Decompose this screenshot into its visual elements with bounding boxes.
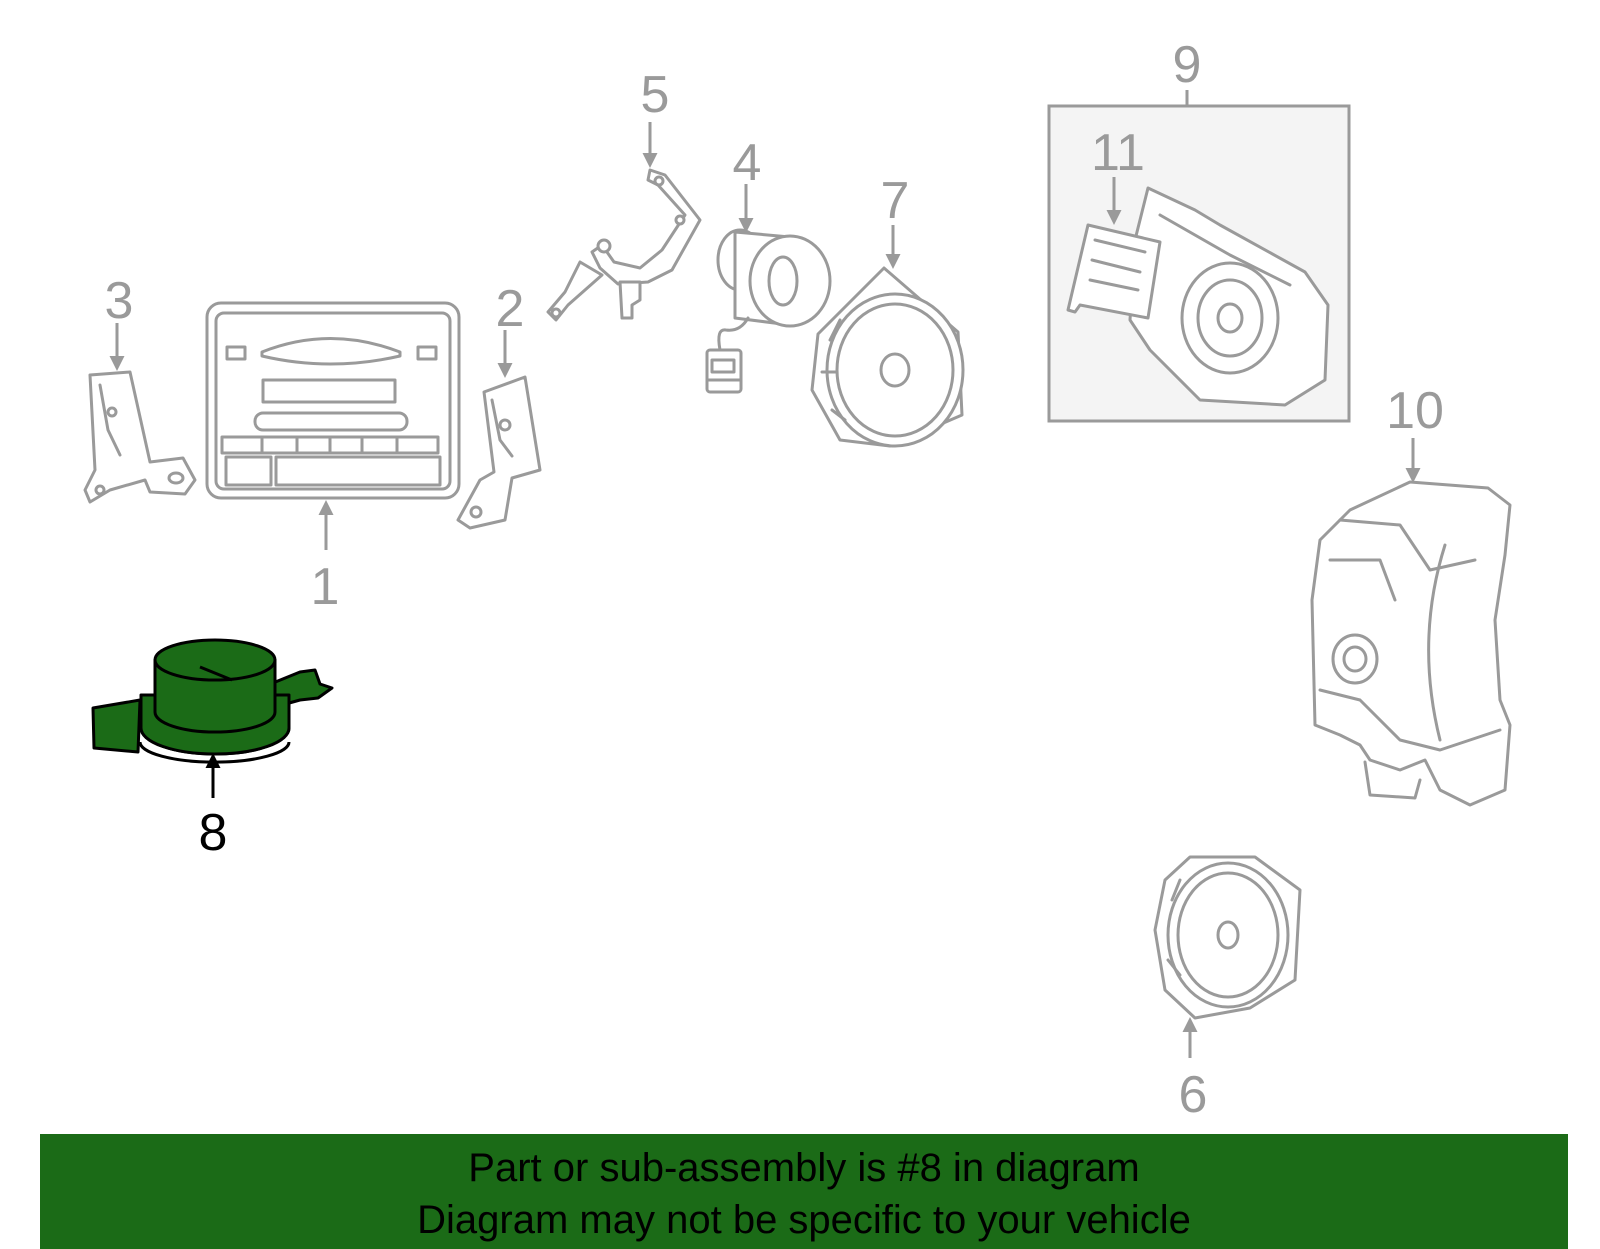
callout-10: 10 xyxy=(1386,382,1444,440)
callout-9: 9 xyxy=(1173,36,1202,94)
part-4-tweeter-speaker[interactable] xyxy=(705,228,832,394)
callout-6: 6 xyxy=(1179,1066,1208,1124)
callout-4: 4 xyxy=(733,134,762,192)
callout-8: 8 xyxy=(199,804,228,862)
banner-line-2: Diagram may not be specific to your vehi… xyxy=(417,1198,1191,1242)
part-2-right-bracket[interactable] xyxy=(456,375,542,530)
callout-3: 3 xyxy=(105,272,134,330)
leader-lines xyxy=(109,90,1421,1058)
info-banner: Part or sub-assembly is #8 in diagram Di… xyxy=(40,1134,1568,1249)
part-8-highlighted-component[interactable] xyxy=(91,638,334,764)
callout-7: 7 xyxy=(881,172,910,230)
callout-1: 1 xyxy=(311,558,340,616)
part-5-wiring-bracket[interactable] xyxy=(546,168,702,322)
banner-line-1: Part or sub-assembly is #8 in diagram xyxy=(468,1146,1140,1190)
callout-11: 11 xyxy=(1091,124,1145,182)
callout-labels: 1 2 3 4 5 6 7 8 9 10 11 xyxy=(105,36,1444,1124)
callout-2: 2 xyxy=(496,280,525,338)
part-1-radio-head-unit[interactable] xyxy=(205,301,461,500)
part-6-rear-speaker[interactable] xyxy=(1153,855,1302,1020)
part-7-door-speaker[interactable] xyxy=(810,266,965,448)
part-9-subwoofer-enclosure-group[interactable] xyxy=(1047,104,1351,423)
callout-5: 5 xyxy=(641,66,670,124)
part-10-rear-subwoofer-housing[interactable] xyxy=(1310,480,1512,807)
part-3-left-bracket[interactable] xyxy=(83,370,197,504)
